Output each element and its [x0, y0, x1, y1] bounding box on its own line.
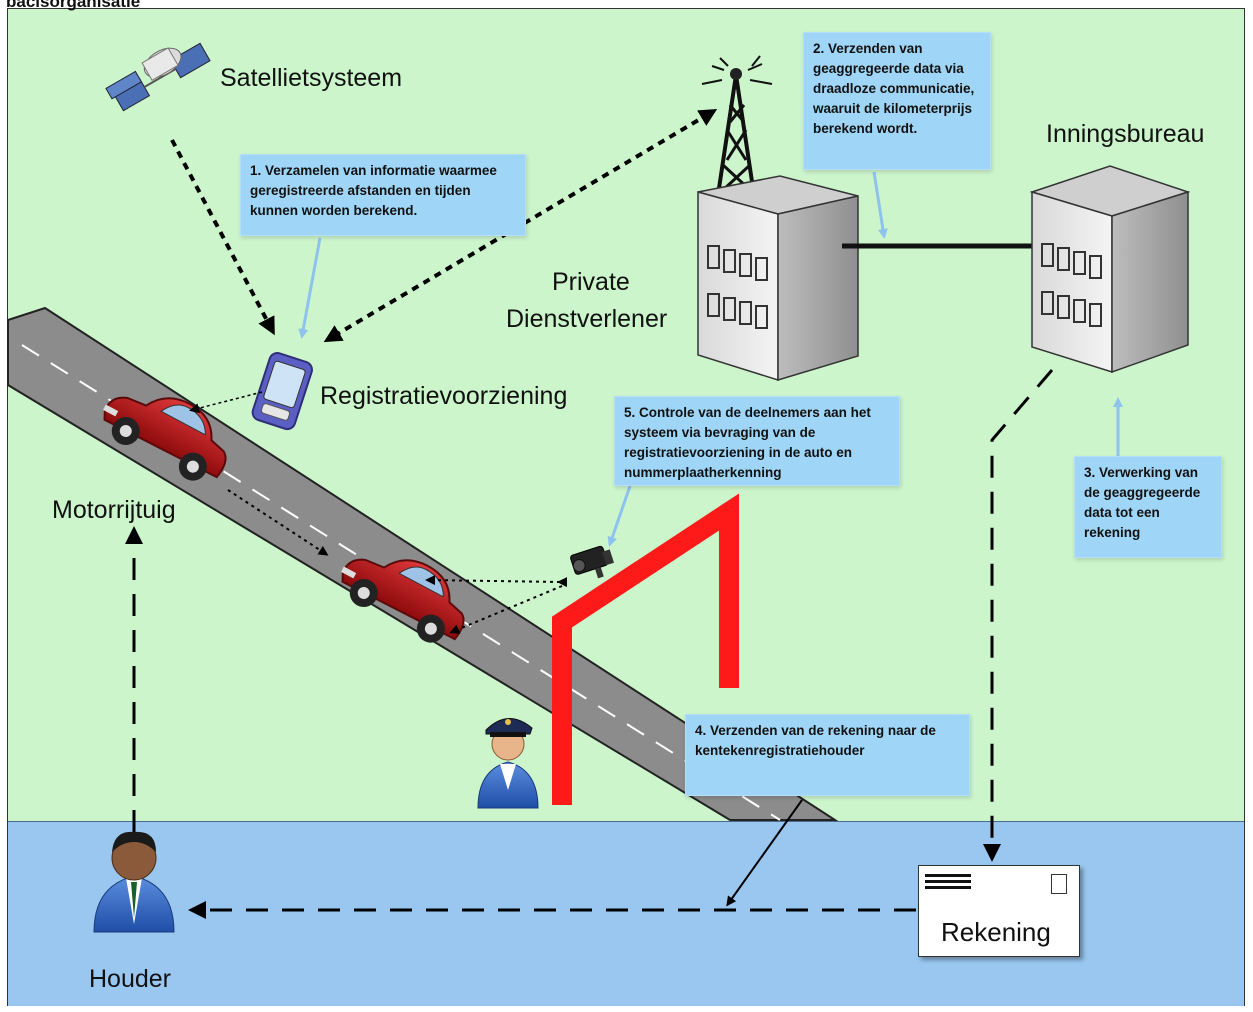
building-icon — [697, 175, 859, 382]
envelope-line — [925, 880, 971, 883]
callout-step-2: 2. Verzenden van geaggregeerde data via … — [803, 32, 991, 170]
label-rekening: Rekening — [941, 917, 1051, 947]
callout-step-1: 1. Verzamelen van informatie waarmee ger… — [240, 154, 526, 236]
camera-icon — [570, 545, 615, 579]
label-private: Private — [552, 268, 630, 296]
envelope-line — [925, 874, 971, 877]
envelope-icon — [918, 865, 1080, 957]
label-registratievoorziening: Registratievoorziening — [320, 382, 568, 410]
header-title: bacisorganisatie — [6, 0, 141, 11]
arrows — [125, 108, 1123, 919]
label-motorrijtuig: Motorrijtuig — [52, 496, 176, 524]
envelope-line — [925, 886, 971, 889]
person-icon — [93, 831, 175, 933]
gantry — [552, 493, 739, 805]
device-icon — [251, 352, 313, 431]
satellite-icon — [105, 42, 211, 112]
antenna-tower-icon — [701, 55, 773, 197]
building-icon — [1029, 165, 1191, 374]
label-inningsbureau: Inningsbureau — [1046, 120, 1205, 148]
callout-step-3: 3. Verwerking van de geaggregeerde data … — [1074, 456, 1222, 558]
callout-step-5: 5. Controle van de deelnemers aan het sy… — [614, 396, 900, 486]
label-dienstverlener: Dienstverlener — [506, 305, 668, 333]
callout-step-4: 4. Verzenden van de rekening naar de ken… — [685, 714, 970, 796]
label-satellietsysteem: Satellietsysteem — [220, 64, 403, 92]
police-officer-icon — [477, 718, 539, 809]
label-houder: Houder — [89, 965, 171, 993]
stamp-icon — [1051, 874, 1067, 894]
